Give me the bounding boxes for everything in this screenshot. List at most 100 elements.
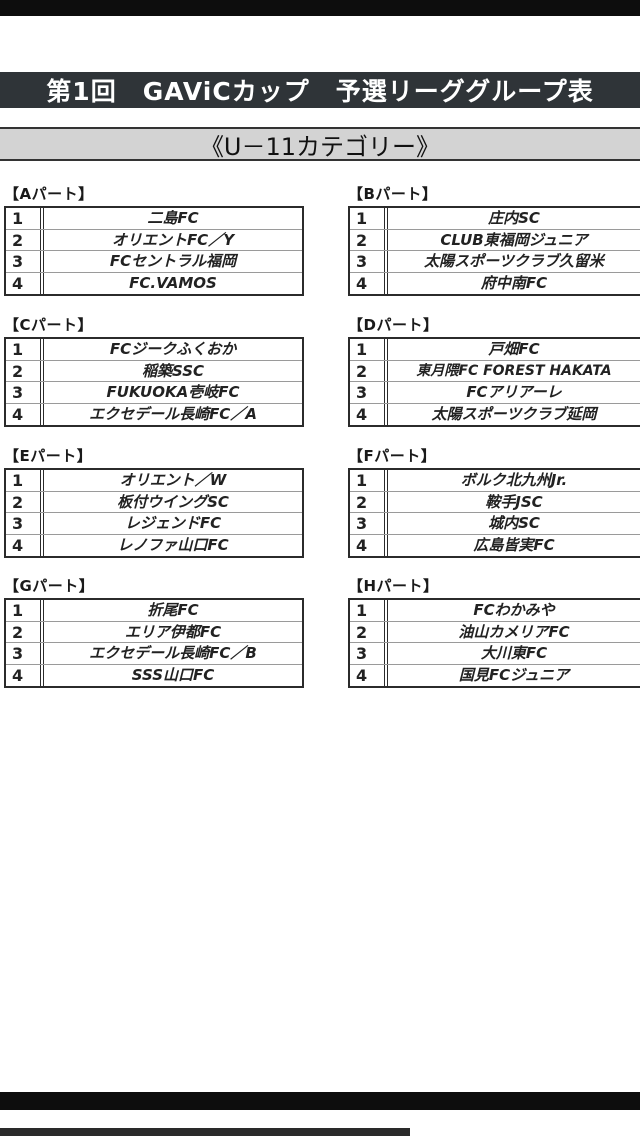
row-number: 4	[6, 403, 44, 425]
team-name: 折尾FC	[147, 601, 199, 619]
team-name: 太陽スポーツクラブ久留米	[424, 252, 604, 270]
next-page-edge	[0, 1128, 410, 1136]
row-number: 2	[6, 621, 44, 642]
table-row: 1 二島FC	[6, 208, 302, 230]
team-table: 1 オリエント／W 2 板付ウイングSC 3 レジェンドFC 4 レノファ山口FC	[4, 468, 304, 558]
team-name: 城内SC	[488, 514, 540, 532]
table-row: 4 エクセデール長崎FC／A	[6, 403, 302, 425]
team-name: レジェンドFC	[124, 514, 222, 532]
group-label: 【Dパート】	[348, 316, 439, 334]
team-name: 広島皆実FC	[473, 535, 555, 554]
team-name: 板付ウイングSC	[117, 492, 229, 511]
row-number: 2	[6, 491, 44, 512]
team-name: FC.VAMOS	[129, 273, 217, 292]
team-name: エクセデール長崎FC／B	[89, 644, 257, 662]
team-name: 庄内SC	[488, 209, 540, 227]
table-row: 2 エリア伊都FC	[6, 621, 302, 643]
team-name: オリエント／W	[119, 471, 227, 489]
team-name: 戸畑FC	[488, 340, 540, 358]
team-name: エリア伊都FC	[124, 622, 222, 641]
table-row: 4 広島皆実FC	[350, 534, 640, 556]
page-title: 第1回 GAViCカップ 予選リーググループ表	[0, 72, 640, 108]
row-number: 2	[350, 229, 388, 250]
row-number: 4	[6, 534, 44, 556]
table-row: 1 オリエント／W	[6, 470, 302, 492]
row-number: 3	[6, 643, 44, 664]
table-row: 4 レノファ山口FC	[6, 534, 302, 556]
row-number: 4	[6, 664, 44, 686]
row-number: 2	[6, 360, 44, 381]
top-black-bar	[0, 0, 640, 16]
row-number: 2	[350, 491, 388, 512]
row-number: 1	[6, 208, 44, 229]
team-name: 稲築SSC	[141, 361, 205, 380]
team-name: 大川東FC	[480, 644, 548, 662]
row-number: 1	[6, 470, 44, 491]
team-name: 鞍手JSC	[485, 492, 543, 511]
table-row: 2 東月隈FC FOREST HAKATA	[350, 360, 640, 382]
group-label: 【Gパート】	[4, 577, 95, 595]
group-label: 【Fパート】	[348, 447, 437, 465]
row-number: 3	[350, 513, 388, 534]
table-row: 2 CLUB東福岡ジュニア	[350, 229, 640, 251]
group-label: 【Cパート】	[4, 316, 94, 334]
team-name: レノファ山口FC	[117, 535, 229, 554]
table-row: 4 FC.VAMOS	[6, 272, 302, 294]
team-name: ボルク北九州Jr.	[460, 471, 568, 489]
group-label: 【Aパート】	[4, 185, 94, 203]
team-name: 国見FCジュニア	[458, 665, 570, 684]
team-name: 府中南FC	[480, 273, 548, 292]
row-number: 4	[6, 272, 44, 294]
team-name: 東月隈FC FOREST HAKATA	[416, 362, 612, 379]
row-number: 1	[350, 600, 388, 621]
row-number: 3	[6, 251, 44, 272]
team-name: CLUB東福岡ジュニア	[440, 230, 588, 249]
category-heading: 《U－11カテゴリー》	[0, 127, 640, 161]
team-name: エクセデール長崎FC／A	[89, 404, 257, 423]
team-name: 油山カメリアFC	[458, 622, 570, 641]
row-number: 3	[350, 382, 388, 403]
group-label: 【Hパート】	[348, 577, 439, 595]
row-number: 1	[350, 208, 388, 229]
table-row: 2 鞍手JSC	[350, 491, 640, 513]
team-name: FUKUOKA壱岐FC	[106, 383, 240, 401]
row-number: 3	[6, 513, 44, 534]
row-number: 2	[350, 360, 388, 381]
table-row: 4 国見FCジュニア	[350, 664, 640, 686]
row-number: 2	[6, 229, 44, 250]
team-name: FCセントラル福岡	[109, 252, 237, 270]
table-row: 3 エクセデール長崎FC／B	[6, 643, 302, 665]
table-row: 4 府中南FC	[350, 272, 640, 294]
row-number: 4	[350, 272, 388, 294]
table-row: 3 城内SC	[350, 513, 640, 535]
group-label: 【Bパート】	[348, 185, 438, 203]
team-name: FCアリアーレ	[466, 383, 562, 401]
team-name: FCジークふくおか	[109, 340, 237, 358]
team-name: 二島FC	[147, 209, 199, 227]
table-row: 1 庄内SC	[350, 208, 640, 230]
row-number: 4	[350, 664, 388, 686]
row-number: 1	[6, 339, 44, 360]
row-number: 4	[350, 534, 388, 556]
table-row: 3 レジェンドFC	[6, 513, 302, 535]
team-name: 太陽スポーツクラブ延岡	[431, 404, 597, 423]
row-number: 2	[350, 621, 388, 642]
